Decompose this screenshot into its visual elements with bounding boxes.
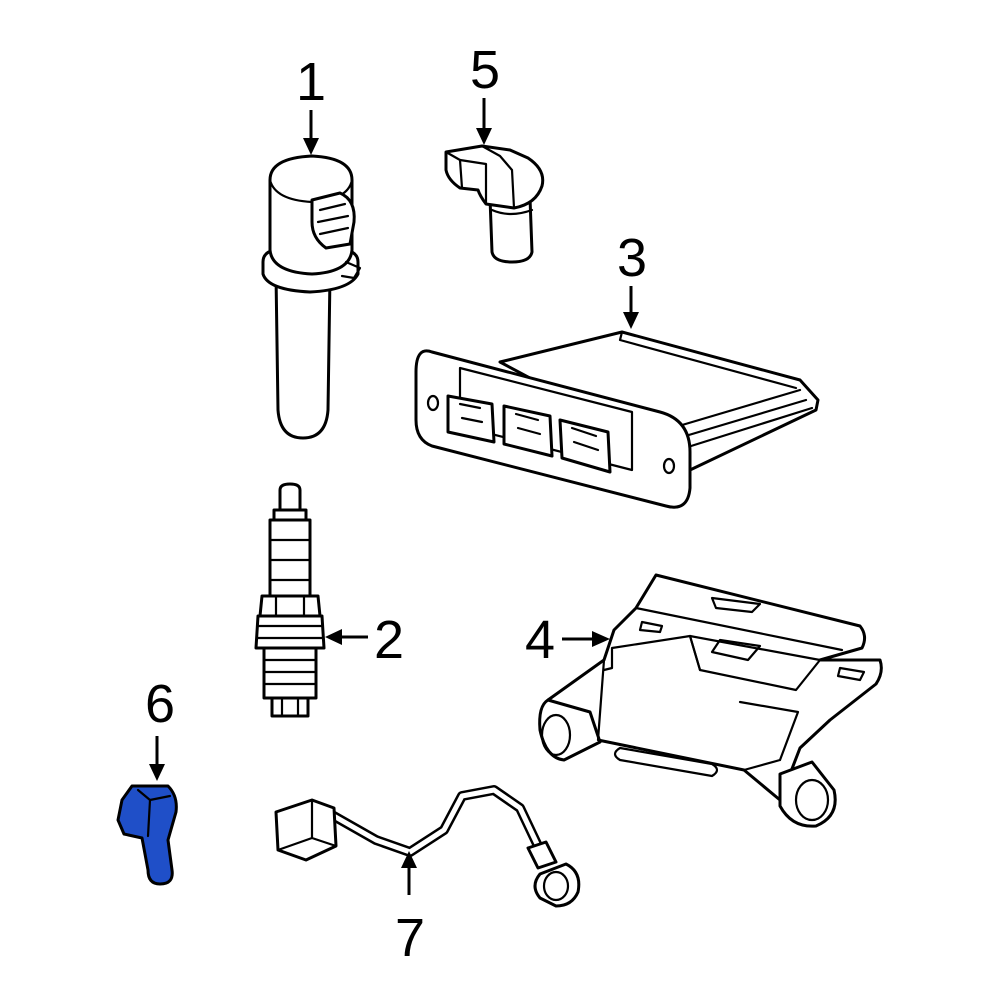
ignition-coil-icon[interactable] bbox=[261, 154, 362, 440]
engine-control-module-icon[interactable] bbox=[414, 330, 820, 509]
wire-harness-icon[interactable] bbox=[274, 785, 581, 908]
knock-sensor-highlighted-icon[interactable] bbox=[116, 784, 178, 886]
callout-number-4: 4 bbox=[525, 610, 555, 670]
callout-arrow-5 bbox=[476, 98, 492, 145]
callout-arrow-6 bbox=[149, 736, 165, 781]
callout-number-7: 7 bbox=[395, 908, 425, 968]
callout-number-2: 2 bbox=[374, 610, 404, 670]
callout-arrow-4 bbox=[562, 631, 610, 647]
callout-number-5: 5 bbox=[470, 40, 500, 100]
callout-arrow-7 bbox=[401, 851, 417, 895]
callout-number-6: 6 bbox=[145, 674, 175, 734]
callout-number-3: 3 bbox=[617, 228, 647, 288]
camshaft-position-sensor-icon[interactable] bbox=[444, 144, 545, 264]
spark-plug-icon[interactable] bbox=[254, 482, 326, 718]
callout-arrow-3 bbox=[623, 286, 639, 329]
callout-number-1: 1 bbox=[296, 52, 326, 112]
callout-arrow-1 bbox=[303, 110, 319, 155]
callout-arrow-2 bbox=[325, 629, 368, 645]
module-bracket-icon[interactable] bbox=[538, 573, 883, 828]
